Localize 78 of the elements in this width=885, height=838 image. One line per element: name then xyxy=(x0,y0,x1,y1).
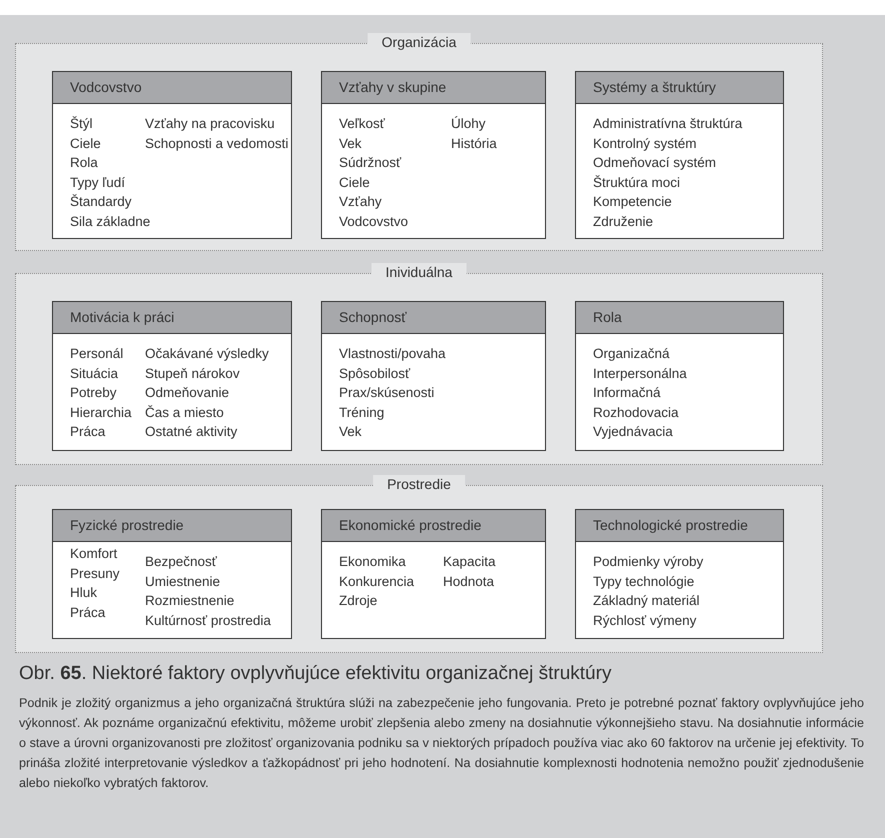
list-item: Vyjednávacia xyxy=(593,423,674,441)
list-item: Spôsobilosť xyxy=(339,364,412,383)
factor-card xyxy=(575,509,784,639)
card-header: Fyzické prostredie xyxy=(53,510,291,542)
card-header: Systémy a štruktúry xyxy=(576,72,783,104)
list-item: Administratívna štruktúra xyxy=(593,115,742,133)
list-item: Umiestnenie xyxy=(145,572,222,590)
card-header: Vzťahy v skupine xyxy=(322,72,545,104)
list-item: Vodcovstvo xyxy=(339,212,408,230)
list-item: Presuny xyxy=(70,564,120,583)
list-item: Prax/skúsenosti xyxy=(339,384,436,402)
factor-card xyxy=(321,509,546,639)
list-item: Odmeňovanie xyxy=(145,384,230,402)
factor-card xyxy=(321,71,546,239)
list-item: Práca xyxy=(70,423,106,441)
card-header: Technologické prostredie xyxy=(576,510,783,542)
list-item: Čas a miesto xyxy=(145,404,225,422)
list-item: Organizačná xyxy=(593,345,671,363)
list-item: Základný materiál xyxy=(593,592,701,610)
factor-card xyxy=(52,301,292,451)
list-item: Zdroje xyxy=(339,592,378,610)
list-item: Vek xyxy=(339,134,363,152)
list-item: Hluk xyxy=(70,584,98,602)
list-item: Úlohy xyxy=(451,115,487,133)
list-item: Kapacita xyxy=(443,553,496,571)
list-item: Očakávané výsledky xyxy=(145,345,269,363)
list-item: Rozhodovacia xyxy=(593,404,680,422)
list-item: Kontrolný systém xyxy=(593,134,698,153)
factor-card xyxy=(575,71,784,239)
list-item: Situácia xyxy=(70,364,120,382)
list-item: Typy technológie xyxy=(593,572,696,591)
list-item: Kultúrnosť prostredia xyxy=(145,612,271,630)
list-item: Odmeňovací systém xyxy=(593,154,718,172)
list-item: Potreby xyxy=(70,384,118,402)
factor-card xyxy=(52,71,292,239)
list-item: Konkurencia xyxy=(339,572,414,590)
card-header: Rola xyxy=(576,302,783,334)
card-header: Ekonomické prostredie xyxy=(322,510,545,542)
list-item: Rýchlosť výmeny xyxy=(593,612,698,630)
list-item: Štruktúra moci xyxy=(593,174,682,192)
list-item: Združenie xyxy=(593,212,654,230)
list-item: Vzťahy na pracovisku xyxy=(145,115,276,133)
card-header: Motivácia k práci xyxy=(53,302,291,334)
list-item: Rola xyxy=(70,154,99,172)
figure-caption: Obr. 65. Niektoré faktory ovplyvňujúce efektivitu organizačnej štruktúry xyxy=(19,663,612,685)
list-item: Ostatné aktivity xyxy=(145,423,238,441)
list-item: Stupeň nárokov xyxy=(145,364,241,383)
card-header: Vodcovstvo xyxy=(53,72,291,104)
list-item: Interpersonálna xyxy=(593,364,687,383)
factor-card xyxy=(321,301,546,451)
group-title: Organizácia xyxy=(368,33,470,51)
list-item: Hodnota xyxy=(443,572,496,590)
list-item: Komfort xyxy=(70,545,118,563)
list-item: Typy ľudí xyxy=(70,174,126,192)
list-item: História xyxy=(451,134,497,152)
list-item: Rozmiestnenie xyxy=(145,592,236,610)
list-item: Vzťahy xyxy=(339,193,383,211)
list-item: Ekonomika xyxy=(339,553,407,571)
list-item: Práca xyxy=(70,604,106,622)
list-item: Bezpečnosť xyxy=(145,553,218,571)
list-item: Ciele xyxy=(339,174,371,192)
list-item: Podmienky výroby xyxy=(593,553,704,571)
body-paragraph: Podnik je zložitý organizmus a jeho organizačná štruktúra slúži na zabezpečenie jeho fungovania. Preto je potrebné poznať faktory ovplyvňujúce jeho výkonnosť. Ak poznáme organizačnú efektivitu, môžeme urobiť zlepšenia alebo zmeny na dosiahnutie výkonnejšieho stavu. Na dosiahnutie informácie o stave a úrovni organizovanosti pre zložitosť organizovania podniku sa v niektorých prípadoch používa viac ako 60 faktorov na určenie jej efektivity. To prináša zložité interpretovanie výsledkov a ťažkopádnosť pri jeho hodnotení. Na dosiahnutie komplexnosti hodnotenia nemožno použiť zjednodušenie alebo niekoľko vybratých faktorov. xyxy=(19,695,864,792)
list-item: Kompetencie xyxy=(593,193,673,211)
list-item: Hierarchia xyxy=(70,404,132,422)
list-item: Súdržnosť xyxy=(339,154,402,172)
list-item: Vlastnosti/povaha xyxy=(339,345,446,363)
list-item: Sila základne xyxy=(70,212,150,230)
list-item: Veľkosť xyxy=(339,115,386,133)
list-item: Schopnosti a vedomosti xyxy=(145,134,288,153)
list-item: Štandardy xyxy=(70,193,133,211)
list-item: Informačná xyxy=(593,384,662,402)
card-header: Schopnosť xyxy=(322,302,545,334)
factor-card xyxy=(52,509,292,639)
list-item: Personál xyxy=(70,345,124,363)
factor-card xyxy=(575,301,784,451)
list-item: Tréning xyxy=(339,404,386,422)
list-item: Vek xyxy=(339,423,363,441)
